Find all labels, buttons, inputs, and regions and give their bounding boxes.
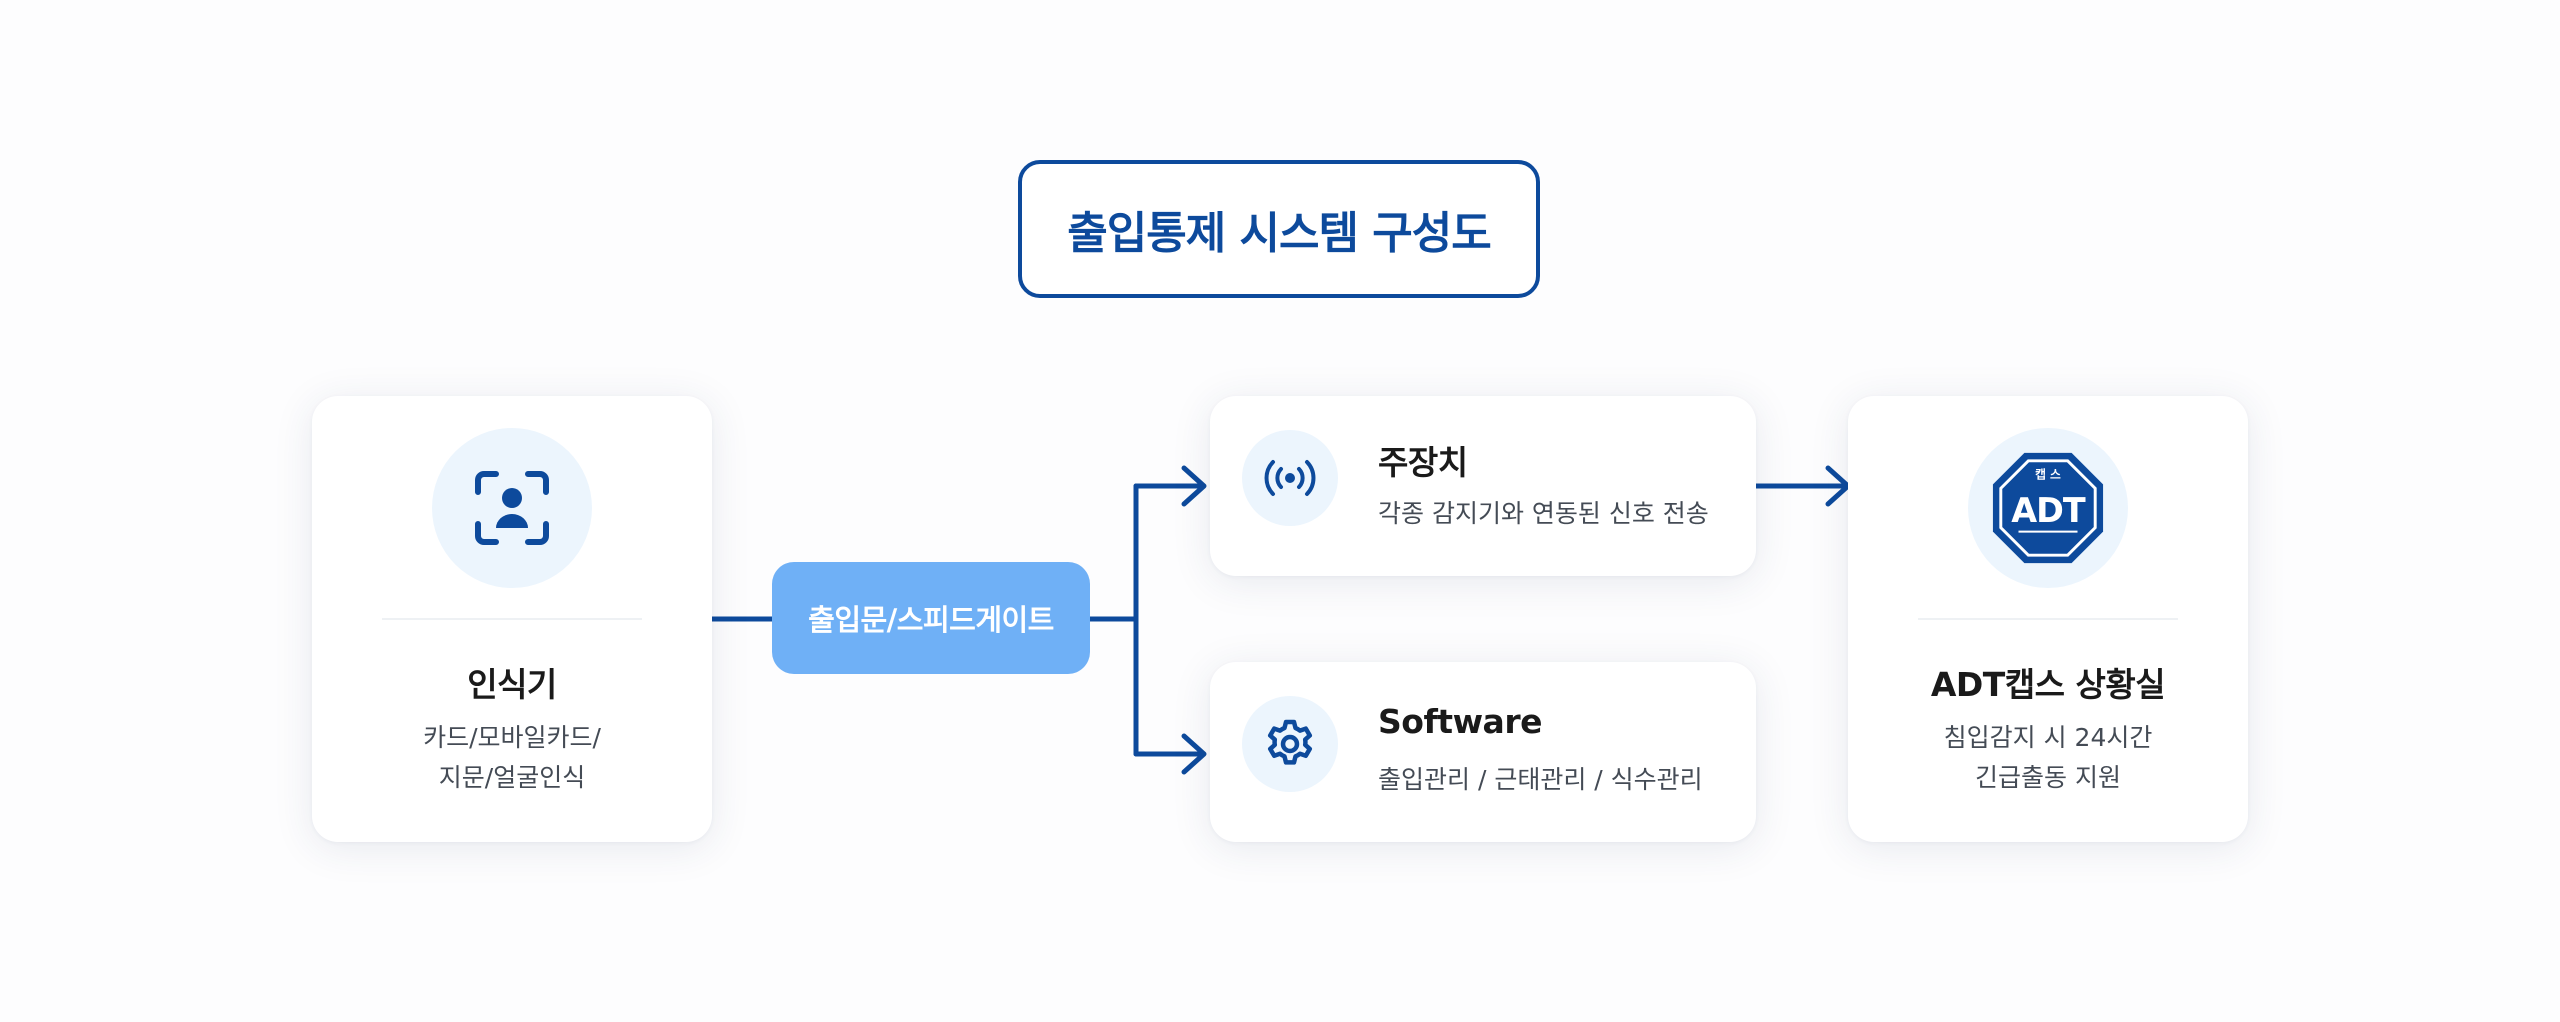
software-icon-circle	[1242, 696, 1338, 792]
adt-center-card: 캡 스 ADT ADT캡스 상황실 침입감지 시 24시간 긴급출동 지원	[1848, 396, 2248, 842]
recognizer-divider	[382, 618, 642, 620]
software-title: Software	[1378, 702, 1542, 741]
controller-card: 주장치 각종 감지기와 연동된 신호 전송	[1210, 396, 1756, 576]
gear-icon	[1267, 719, 1313, 765]
software-description: 출입관리 / 근태관리 / 식수관리	[1378, 765, 1703, 794]
recognizer-card: 인식기 카드/모바일카드/ 지문/얼굴인식	[312, 396, 712, 842]
recognizer-line1: 카드/모바일카드/	[423, 723, 601, 752]
adt-icon-circle: 캡 스 ADT	[1968, 428, 2128, 588]
controller-icon-circle	[1242, 430, 1338, 526]
arrow-to-software	[1181, 733, 1207, 775]
adt-logo-top: 캡 스	[2035, 468, 2061, 482]
adt-divider	[1918, 618, 2178, 620]
diagram-title: 출입통제 시스템 구성도	[1018, 160, 1540, 298]
recognizer-line2: 지문/얼굴인식	[438, 763, 586, 792]
signal-broadcast-icon	[1264, 460, 1316, 496]
controller-description: 각종 감지기와 연동된 신호 전송	[1378, 499, 1709, 528]
recognizer-icon-circle	[432, 428, 592, 588]
adt-logo-text: ADT	[2011, 491, 2086, 530]
software-card: Software 출입관리 / 근태관리 / 식수관리	[1210, 662, 1756, 842]
adt-title: ADT캡스 상황실	[1930, 665, 2166, 704]
adt-caps-logo-icon: 캡 스 ADT	[1992, 452, 2104, 564]
arrow-to-controller	[1181, 465, 1207, 507]
face-scan-icon	[475, 471, 549, 545]
adt-line1: 침입감지 시 24시간	[1943, 723, 2153, 752]
adt-line2: 긴급출동 지원	[1975, 763, 2121, 792]
gate-node: 출입문/스피드게이트	[772, 562, 1090, 674]
controller-title: 주장치	[1378, 443, 1468, 482]
recognizer-title: 인식기	[467, 665, 557, 704]
